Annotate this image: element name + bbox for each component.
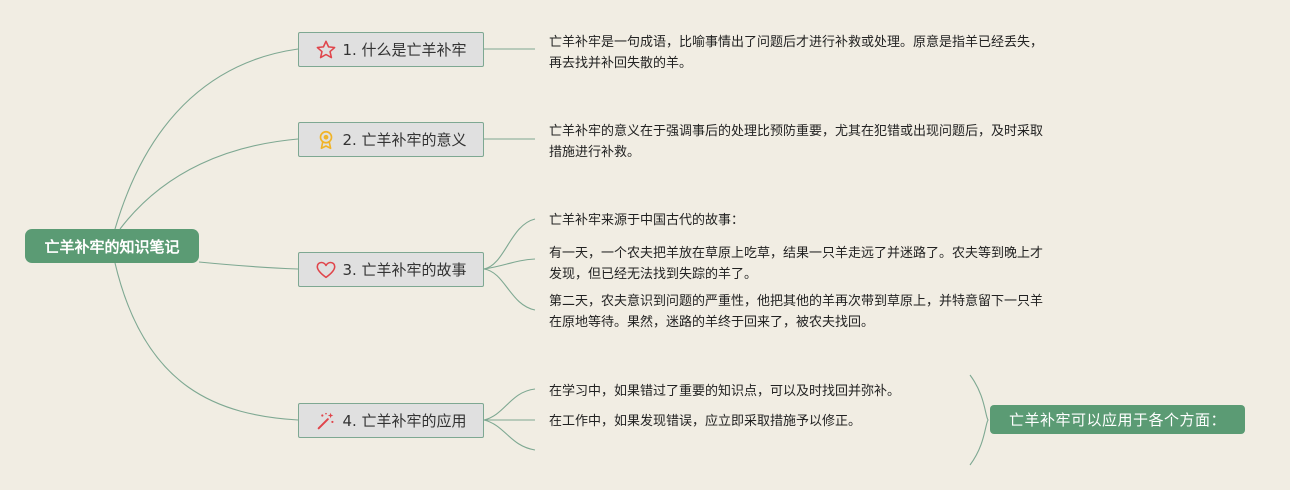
branch-label: 3. 亡羊补牢的故事 xyxy=(342,261,467,279)
root-topic-label: 亡羊补牢的知识笔记 xyxy=(44,237,180,256)
connector-branch-3-leaf-2 xyxy=(483,258,536,270)
connector-branch-3-leaf-3 xyxy=(483,268,536,311)
summary-brace xyxy=(969,374,989,466)
branch-what-is[interactable]: 1. 什么是亡羊补牢 xyxy=(298,32,484,67)
leaf-story-intro[interactable]: 亡羊补牢来源于中国古代的故事： xyxy=(549,213,745,228)
branch-label: 1. 什么是亡羊补牢 xyxy=(342,41,467,59)
connector-branch-4-leaf-3 xyxy=(483,419,536,451)
connector-root-branch-1 xyxy=(114,48,299,230)
branch-story[interactable]: 3. 亡羊补牢的故事 xyxy=(298,252,484,287)
leaf-application-study[interactable]: 在学习中，如果错过了重要的知识点，可以及时找回并弥补。 xyxy=(549,384,901,399)
connector-branch-4-leaf-1 xyxy=(483,388,536,421)
summary-topic[interactable]: 亡羊补牢可以应用于各个方面： xyxy=(990,405,1245,434)
branch-meaning[interactable]: 2. 亡羊补牢的意义 xyxy=(298,122,484,157)
leaf-what-is[interactable]: 亡羊补牢是一句成语，比喻事情出了问题后才进行补救或处理。原意是指羊已经丢失，再去… xyxy=(549,35,1044,71)
leaf-application-work[interactable]: 在工作中，如果发现错误，应立即采取措施予以修正。 xyxy=(549,414,862,429)
branch-label: 4. 亡羊补牢的应用 xyxy=(342,412,467,430)
leaf-story-day-one[interactable]: 有一天，一个农夫把羊放在草原上吃草，结果一只羊走远了并迷路了。农夫等到晚上才发现… xyxy=(549,246,1044,282)
connector-root-branch-3 xyxy=(198,261,299,270)
leaf-meaning[interactable]: 亡羊补牢的意义在于强调事后的处理比预防重要，尤其在犯错或出现问题后，及时采取措施… xyxy=(549,124,1044,160)
summary-label: 亡羊补牢可以应用于各个方面： xyxy=(1008,411,1226,429)
award-ribbon-icon xyxy=(320,130,333,149)
connector-branch-3-leaf-1 xyxy=(483,218,536,270)
connector-root-branch-2 xyxy=(119,138,299,230)
heart-outline-icon xyxy=(316,261,336,278)
branch-label: 2. 亡羊补牢的意义 xyxy=(342,131,467,149)
root-topic[interactable]: 亡羊补牢的知识笔记 xyxy=(25,229,199,263)
connector-root-branch-4 xyxy=(114,262,299,421)
branch-application[interactable]: 4. 亡羊补牢的应用 xyxy=(298,403,484,438)
leaf-story-day-two[interactable]: 第二天，农夫意识到问题的严重性，他把其他的羊再次带到草原上，并特意留下一只羊在原… xyxy=(549,294,1044,330)
magic-wand-icon xyxy=(318,412,334,429)
star-outline-icon xyxy=(317,40,336,58)
